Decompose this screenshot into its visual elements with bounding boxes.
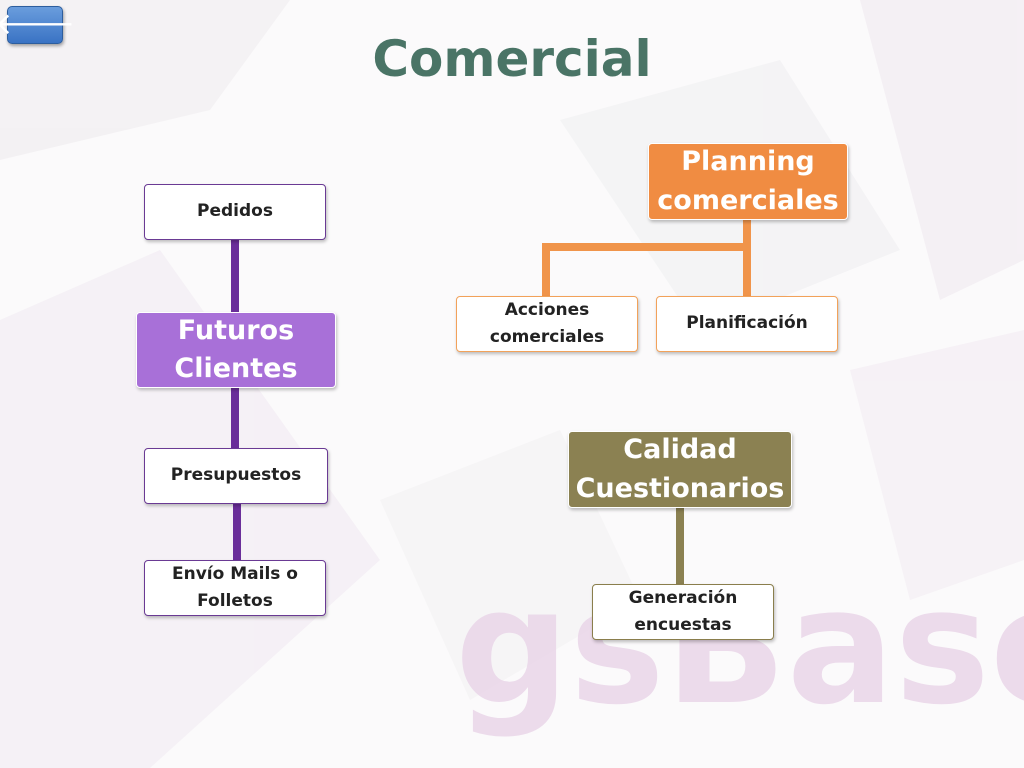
back-arrow-button[interactable]: 🡐 <box>0 6 75 44</box>
node-acciones-comerciales: Acciones comerciales <box>456 296 638 352</box>
node-planning-comerciales: Planning comerciales <box>648 143 848 220</box>
node-generacion-encuestas: Generación encuestas <box>592 584 774 640</box>
page-title: Comercial <box>372 30 652 88</box>
node-planificacion: Planificación <box>656 296 838 352</box>
left-arrow-icon: 🡐 <box>0 7 76 42</box>
node-envio-mails: Envío Mails o Folletos <box>144 560 326 616</box>
node-pedidos: Pedidos <box>144 184 326 240</box>
node-presupuestos: Presupuestos <box>144 448 328 504</box>
node-calidad-cuestionarios: Calidad Cuestionarios <box>568 431 792 508</box>
node-futuros-clientes: Futuros Clientes <box>136 312 336 388</box>
